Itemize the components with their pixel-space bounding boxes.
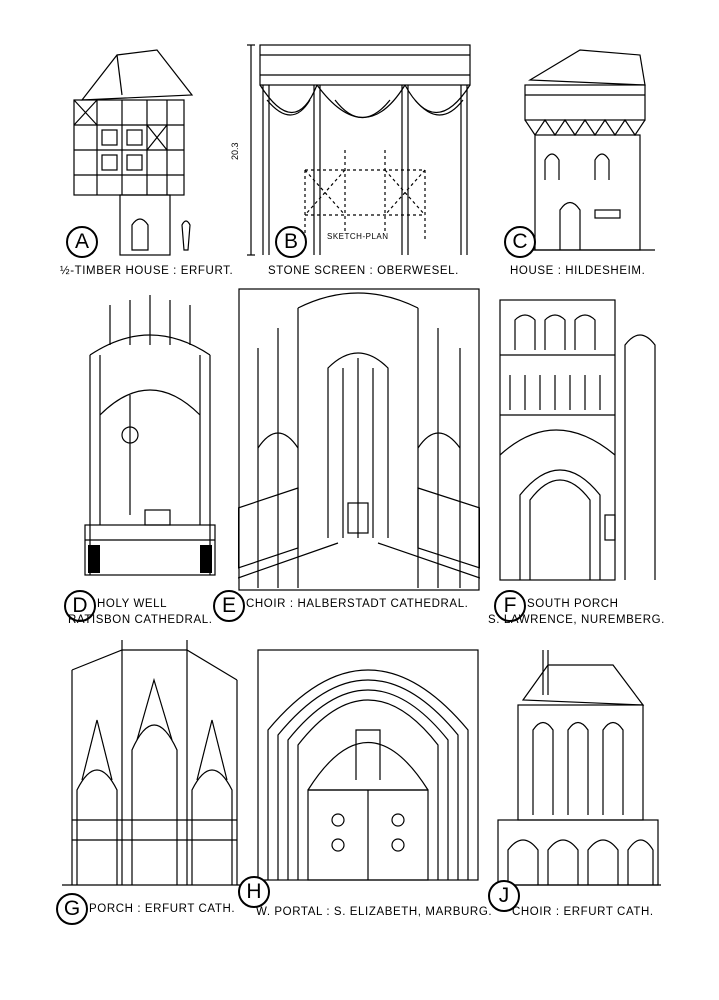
plate-a-caption: ½-TIMBER HOUSE : ERFURT. xyxy=(60,265,234,277)
plate-e-illustration xyxy=(238,288,480,591)
plate-g-illustration xyxy=(62,640,240,890)
erfurt-porch-drawing xyxy=(62,640,240,886)
plate-f-letter: F xyxy=(494,590,526,622)
holy-well-drawing xyxy=(84,295,216,576)
plate-b-dimension: 20.3 xyxy=(230,142,240,160)
plate-f-illustration xyxy=(495,295,657,585)
plate-a-letter: A xyxy=(66,226,98,258)
marburg-portal-drawing xyxy=(257,649,479,881)
plate-d-caption: HOLY WELL xyxy=(97,598,168,610)
hildesheim-house-drawing xyxy=(515,49,655,251)
plate-b-letter: B xyxy=(275,226,307,258)
plate-g-letter: G xyxy=(56,893,88,925)
plate-c-illustration xyxy=(510,40,660,260)
plate-h-illustration xyxy=(256,620,480,882)
plate-j-caption: CHOIR : ERFURT CATH. xyxy=(512,906,654,918)
plate-f-caption: SOUTH PORCH xyxy=(527,598,619,610)
plate-h-letter: H xyxy=(238,876,270,908)
plate-c-letter: C xyxy=(504,226,536,258)
plate-h-caption: W. PORTAL : S. ELIZABETH, MARBURG. xyxy=(256,906,493,918)
plate-g-caption: PORCH : ERFURT CATH. xyxy=(89,903,236,915)
plate-c-caption: HOUSE : HILDESHEIM. xyxy=(510,265,646,277)
halberstadt-choir-drawing xyxy=(238,288,480,591)
stone-screen-drawing xyxy=(247,44,471,256)
plate-f-caption-2: S. LAWRENCE, NUREMBERG. xyxy=(488,614,665,626)
plate-j-letter: J xyxy=(488,880,520,912)
erfurt-choir-drawing xyxy=(493,650,661,886)
plate-d-illustration xyxy=(70,295,230,590)
south-porch-drawing xyxy=(499,299,656,581)
plate-a-illustration xyxy=(62,45,222,260)
plate-b-illustration xyxy=(245,40,475,262)
plate-d-caption-2: RATISBON CATHEDRAL. xyxy=(68,614,213,626)
plate-b-caption: STONE SCREEN : OBERWESEL. xyxy=(268,265,459,277)
plate-b-sketch-label: SKETCH-PLAN xyxy=(325,232,391,241)
plate-j-illustration xyxy=(493,645,661,890)
timber-house-drawing xyxy=(73,49,194,256)
plate-e-caption: CHOIR : HALBERSTADT CATHEDRAL. xyxy=(246,598,469,610)
plate-e-letter: E xyxy=(213,590,245,622)
plate-d-letter: D xyxy=(64,590,96,622)
